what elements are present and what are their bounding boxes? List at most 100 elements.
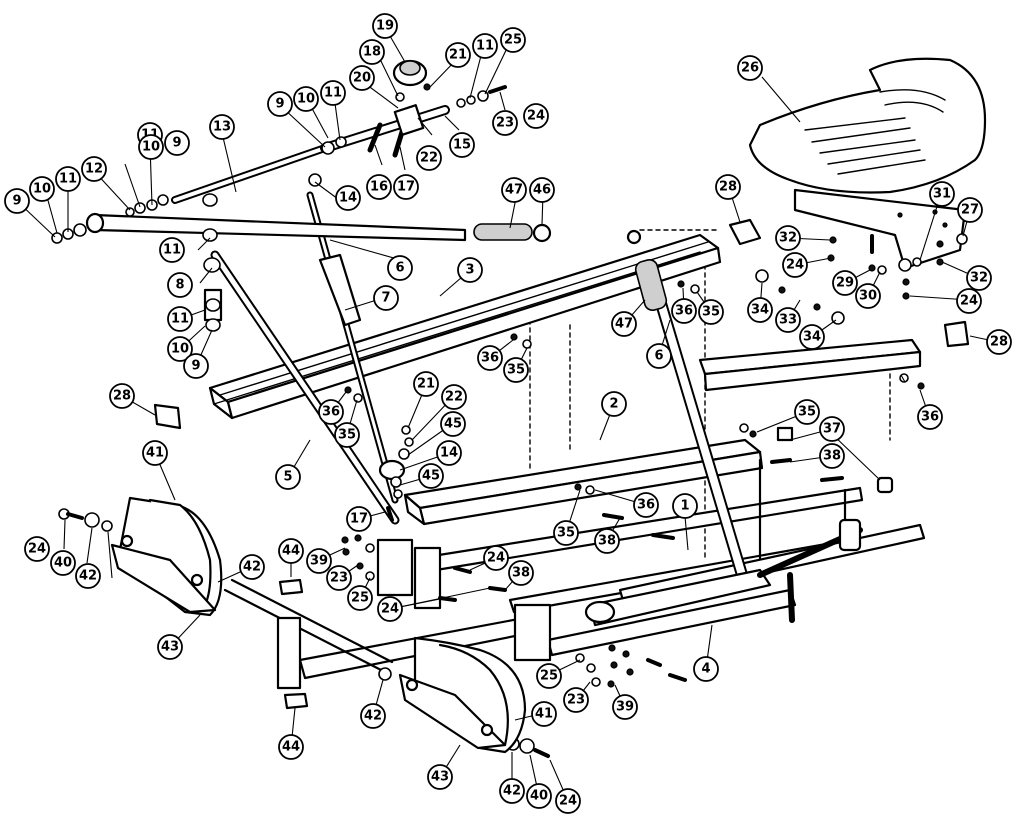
svg-text:20: 20 <box>353 71 371 86</box>
svg-text:7: 7 <box>381 291 390 306</box>
svg-text:45: 45 <box>444 417 462 432</box>
svg-text:1: 1 <box>680 499 689 514</box>
svg-text:41: 41 <box>535 707 553 722</box>
steering-linkage <box>584 518 863 627</box>
svg-text:9: 9 <box>172 136 181 151</box>
svg-text:15: 15 <box>453 138 471 153</box>
svg-text:2: 2 <box>609 397 618 412</box>
svg-text:36: 36 <box>921 410 939 425</box>
callout-c71: 1 <box>672 493 698 519</box>
upper-channel-rail <box>208 233 722 420</box>
callout-c9: 11 <box>320 80 346 106</box>
callout-c59: 45 <box>440 411 466 437</box>
svg-text:34: 34 <box>751 303 769 318</box>
svg-text:27: 27 <box>961 203 979 218</box>
callout-c21: 11 <box>55 166 81 192</box>
svg-text:42: 42 <box>503 784 521 799</box>
callout-c1: 19 <box>372 13 398 39</box>
svg-text:10: 10 <box>171 342 189 357</box>
callout-c26: 46 <box>529 177 555 203</box>
callout-c76: 35 <box>553 520 579 546</box>
callout-c68: 38 <box>819 443 845 469</box>
callout-c82: 23 <box>326 565 352 591</box>
svg-text:38: 38 <box>598 534 616 549</box>
svg-text:4: 4 <box>701 662 710 677</box>
callout-c33: 28 <box>715 174 741 200</box>
callout-c53: 36 <box>477 345 503 371</box>
callout-c78: 44 <box>278 538 304 564</box>
callout-c97: 24 <box>555 788 581 814</box>
callout-c92: 41 <box>531 701 557 727</box>
callout-c11: 24 <box>523 103 549 129</box>
svg-text:19: 19 <box>376 19 394 34</box>
svg-text:38: 38 <box>512 566 530 581</box>
callout-c87: 4 <box>693 656 719 682</box>
svg-text:10: 10 <box>33 182 51 197</box>
left-wheel-guard <box>110 496 223 617</box>
svg-text:26: 26 <box>741 61 759 76</box>
svg-text:35: 35 <box>702 305 720 320</box>
callout-c56: 21 <box>413 371 439 397</box>
svg-text:24: 24 <box>559 794 577 809</box>
seat-hardware <box>827 234 944 300</box>
svg-text:14: 14 <box>339 191 357 206</box>
svg-text:28: 28 <box>990 335 1008 350</box>
svg-text:28: 28 <box>719 180 737 195</box>
callout-c89: 23 <box>563 687 589 713</box>
callout-c44: 9 <box>183 353 209 379</box>
svg-text:46: 46 <box>533 183 551 198</box>
svg-text:24: 24 <box>381 602 399 617</box>
callout-c27: 26 <box>737 55 763 81</box>
svg-text:11: 11 <box>163 243 181 258</box>
callout-c3: 11 <box>472 33 498 59</box>
leader-lines <box>16 35 999 802</box>
svg-text:42: 42 <box>79 569 97 584</box>
svg-text:9: 9 <box>191 359 200 374</box>
callout-c40: 30 <box>855 283 881 309</box>
callout-c25: 47 <box>501 177 527 203</box>
callout-c10: 23 <box>492 110 518 136</box>
steering-hub <box>392 59 428 136</box>
svg-text:47: 47 <box>505 183 523 198</box>
callout-c46: 36 <box>671 298 697 324</box>
callout-c69: 41 <box>142 440 168 466</box>
right-wheel-guard <box>398 636 527 754</box>
svg-text:14: 14 <box>440 446 458 461</box>
svg-text:36: 36 <box>675 304 693 319</box>
callout-c52: 6 <box>646 343 672 369</box>
svg-text:29: 29 <box>836 276 854 291</box>
callout-c72: 17 <box>346 506 372 532</box>
callout-c74: 40 <box>50 550 76 576</box>
callout-c39: 29 <box>832 270 858 296</box>
callout-c57: 22 <box>441 384 467 410</box>
svg-text:3: 3 <box>465 263 474 278</box>
callout-c37: 24 <box>782 252 808 278</box>
callout-c5: 18 <box>359 39 385 65</box>
svg-text:24: 24 <box>960 294 978 309</box>
svg-text:36: 36 <box>322 405 340 420</box>
svg-text:10: 10 <box>297 92 315 107</box>
callout-c75: 42 <box>75 563 101 589</box>
svg-text:28: 28 <box>113 389 131 404</box>
callout-c65: 14 <box>436 440 462 466</box>
callout-c91: 42 <box>360 703 386 729</box>
callout-c84: 25 <box>347 585 373 611</box>
svg-text:43: 43 <box>161 640 179 655</box>
callout-c62: 35 <box>794 399 820 425</box>
callout-c23: 9 <box>4 188 30 214</box>
callout-c58: 36 <box>318 399 344 425</box>
callout-c51: 28 <box>986 329 1012 355</box>
callout-c77: 38 <box>594 528 620 554</box>
svg-text:40: 40 <box>530 789 548 804</box>
callout-c43: 10 <box>167 336 193 362</box>
callout-c85: 24 <box>377 596 403 622</box>
svg-text:24: 24 <box>527 109 545 124</box>
callout-c15: 16 <box>366 174 392 200</box>
callout-c32: 3 <box>457 257 483 283</box>
svg-text:35: 35 <box>507 363 525 378</box>
svg-text:17: 17 <box>397 180 415 195</box>
callout-c94: 43 <box>427 764 453 790</box>
callout-c79: 39 <box>306 548 332 574</box>
svg-text:8: 8 <box>175 278 184 293</box>
svg-text:11: 11 <box>171 312 189 327</box>
